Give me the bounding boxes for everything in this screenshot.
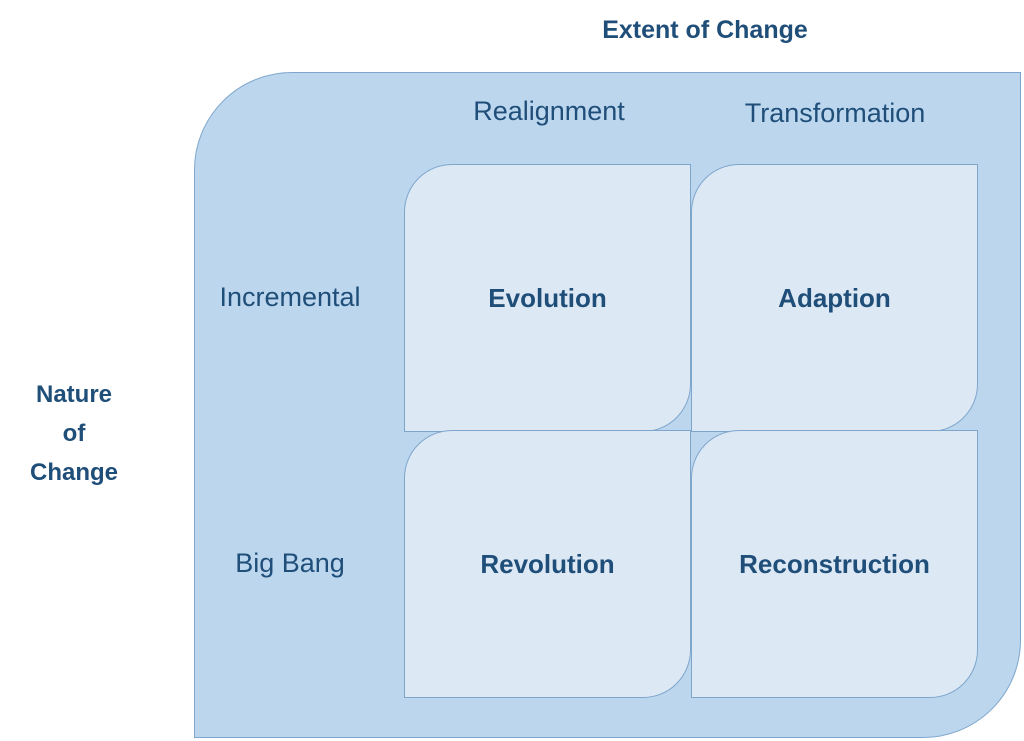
matrix-cell-evolution: Evolution <box>404 164 691 432</box>
matrix-cell-adaption: Adaption <box>691 164 978 432</box>
column-header-transformation: Transformation <box>744 98 926 128</box>
row-header-incremental: Incremental <box>219 282 361 312</box>
matrix-cell-reconstruction: Reconstruction <box>691 430 978 698</box>
cell-label: Adaption <box>778 282 891 313</box>
row-header-big-bang: Big Bang <box>235 548 345 578</box>
nature-of-change-title: Nature of Change <box>0 376 148 493</box>
extent-of-change-title: Extent of Change <box>602 16 808 44</box>
cell-label: Revolution <box>480 548 615 579</box>
cell-label: Evolution <box>488 282 607 313</box>
cell-label: Reconstruction <box>739 548 930 579</box>
nature-title-line: of <box>62 419 86 447</box>
column-header-realignment: Realignment <box>473 96 625 126</box>
nature-title-line: Change <box>29 458 118 486</box>
nature-title-line: Nature <box>35 381 113 408</box>
matrix-cell-revolution: Revolution <box>404 430 691 698</box>
